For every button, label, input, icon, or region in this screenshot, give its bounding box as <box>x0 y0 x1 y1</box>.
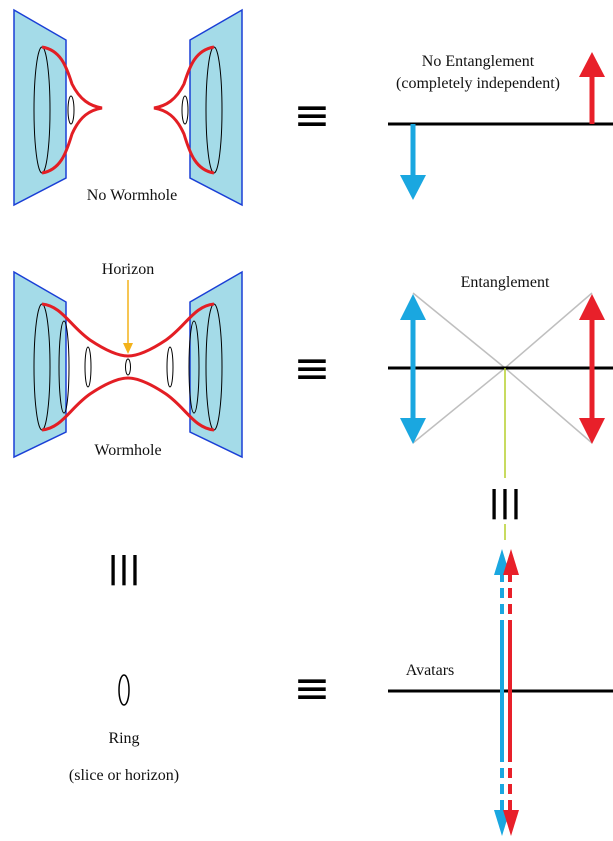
horizon-label: Horizon <box>102 261 154 278</box>
blue-double-arrow-head-up <box>400 294 426 320</box>
horizon-arrow-head <box>123 343 133 354</box>
ring-label: Ring <box>108 730 139 747</box>
vertical-equivalent-symbol-left: ||| <box>108 551 141 586</box>
ring <box>167 347 173 387</box>
slice-or-horizon-label: (slice or horizon) <box>69 767 179 784</box>
cone-line <box>413 293 505 368</box>
right-sheet <box>190 272 242 457</box>
wormhole-throat-bottom <box>42 378 214 430</box>
left-funnel-inner-ring <box>68 96 74 124</box>
wormhole-figure: Horizon Wormhole <box>14 261 242 459</box>
no-entanglement-label: No Entanglement <box>422 53 535 70</box>
entanglement-label: Entanglement <box>461 274 550 291</box>
blue-double-arrow-head-down <box>400 418 426 444</box>
avatars-label: Avatars <box>406 662 455 679</box>
completely-independent-label: (completely independent) <box>396 75 560 92</box>
ring <box>126 359 131 375</box>
cone-line <box>505 368 592 443</box>
vertical-equivalent-symbol-right: ||| <box>489 485 522 520</box>
right-funnel-inner-ring <box>182 96 188 124</box>
ring-icon <box>119 675 129 705</box>
avatars-figure: Avatars <box>388 549 613 836</box>
red-double-arrow-head-down <box>579 418 605 444</box>
ring-figure: Ring (slice or horizon) <box>69 675 179 784</box>
entanglement-figure: Entanglement <box>388 274 613 478</box>
right-sheet <box>190 10 242 205</box>
red-up-arrow-head <box>579 52 605 77</box>
equivalent-symbol-row1: ≡ <box>294 90 331 141</box>
cone-line <box>505 293 592 368</box>
left-sheet <box>14 10 66 205</box>
no-wormhole-label: No Wormhole <box>87 187 177 204</box>
cone-line <box>413 368 505 443</box>
no-entanglement-figure: No Entanglement (completely independent) <box>388 52 613 200</box>
equivalent-symbol-row3: ≡ <box>294 663 331 714</box>
blue-down-arrow-head <box>400 175 426 200</box>
equivalent-symbol-row2: ≡ <box>294 343 331 394</box>
left-sheet <box>14 272 66 457</box>
wormhole-label: Wormhole <box>94 442 161 459</box>
red-double-arrow-head-up <box>579 294 605 320</box>
ring <box>85 347 91 387</box>
no-wormhole-figure: No Wormhole <box>14 10 242 205</box>
